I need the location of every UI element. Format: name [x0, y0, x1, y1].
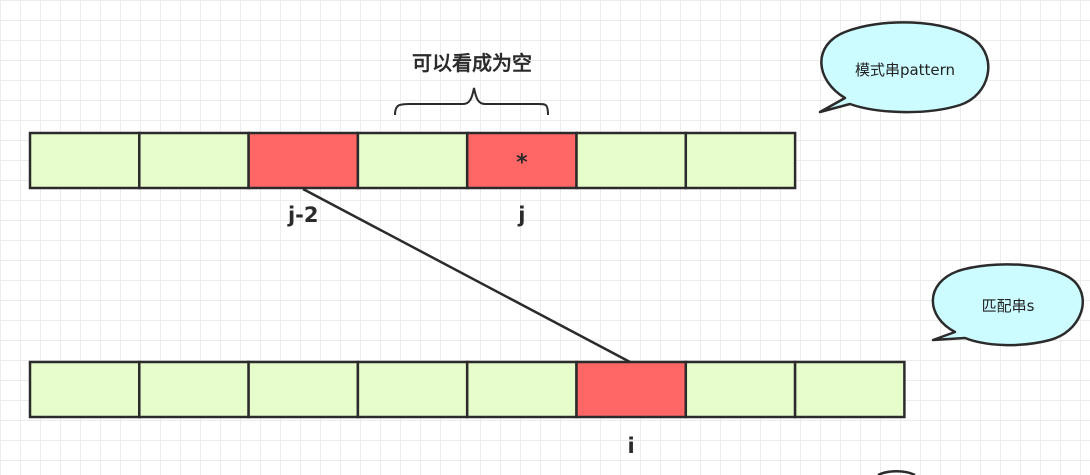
match-connector-line — [302, 187, 631, 364]
pattern-callout: 模式串pattern — [818, 21, 990, 114]
partial-shape — [877, 470, 916, 475]
s-cell-1 — [138, 360, 250, 419]
pattern-index-label-1: j — [517, 203, 525, 227]
string-callout: 匹配串s — [931, 263, 1085, 347]
string-callout-text: 匹配串s — [982, 297, 1035, 315]
s-cell-2 — [247, 360, 360, 419]
pattern-cell-4 — [465, 131, 578, 190]
s-cell-7 — [793, 360, 906, 419]
curly-brace — [394, 87, 549, 116]
string-row — [28, 360, 906, 419]
pattern-cell-5 — [575, 131, 688, 190]
pattern-cell-4-text: * — [516, 151, 528, 176]
pattern-callout-bubble — [818, 21, 990, 114]
brace-label: 可以看成为空 — [412, 51, 532, 75]
string-index-labels: i — [628, 434, 635, 458]
string-callout-bubble — [931, 263, 1085, 347]
s-index-label-0: i — [628, 434, 635, 458]
s-cell-0 — [28, 360, 141, 419]
s-cell-5 — [575, 360, 688, 419]
s-cell-6 — [684, 360, 797, 419]
pattern-cell-3 — [356, 131, 469, 190]
pattern-cell-1 — [138, 131, 250, 190]
pattern-cell-2 — [247, 131, 360, 190]
pattern-row: * — [28, 131, 797, 190]
s-cell-4 — [465, 360, 578, 419]
s-cell-3 — [356, 360, 469, 419]
pattern-cell-6 — [684, 131, 797, 190]
pattern-cell-0 — [28, 131, 141, 190]
pattern-index-label-0: j-2 — [287, 203, 319, 227]
pattern-callout-text: 模式串pattern — [855, 61, 955, 79]
pattern-index-labels: j-2 j — [287, 203, 525, 227]
